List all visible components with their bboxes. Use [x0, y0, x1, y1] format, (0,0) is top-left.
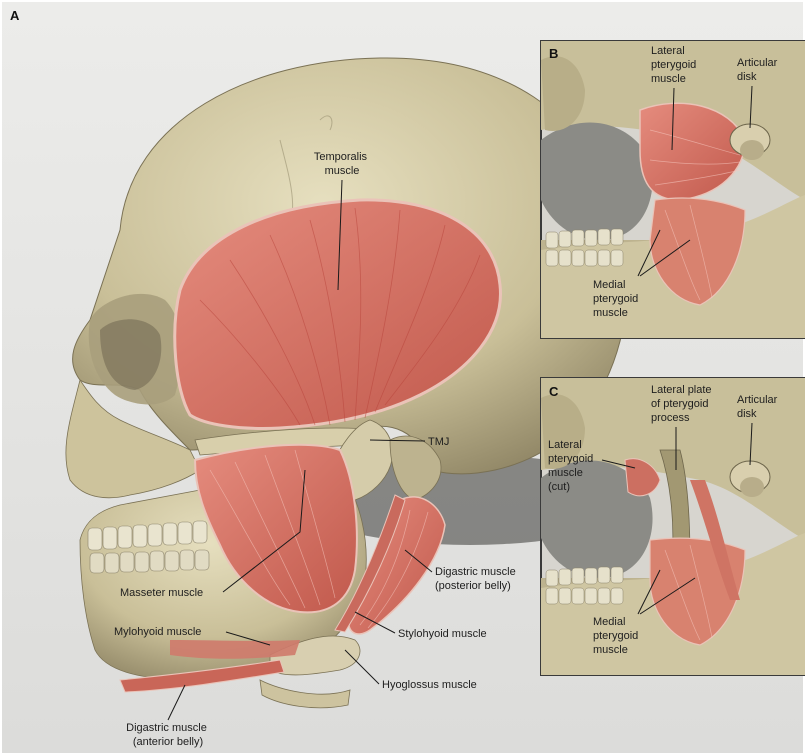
panel-label-b: B: [549, 46, 558, 61]
panel-label-a: A: [10, 8, 20, 23]
inset-b: B Lateral pterygoid muscle Articular dis…: [541, 41, 805, 338]
label-stylohyoid: Stylohyoid muscle: [398, 628, 487, 640]
label-masseter: Masseter muscle: [120, 587, 203, 599]
label-tmj: TMJ: [428, 436, 449, 448]
label-mylohyoid: Mylohyoid muscle: [114, 626, 201, 638]
panel-label-c: C: [549, 384, 559, 399]
mylohyoid-muscle: [170, 640, 300, 659]
inset-c: C Lateral plate of pterygoid process Art…: [541, 378, 805, 675]
label-hyoglossus: Hyoglossus muscle: [382, 679, 477, 691]
